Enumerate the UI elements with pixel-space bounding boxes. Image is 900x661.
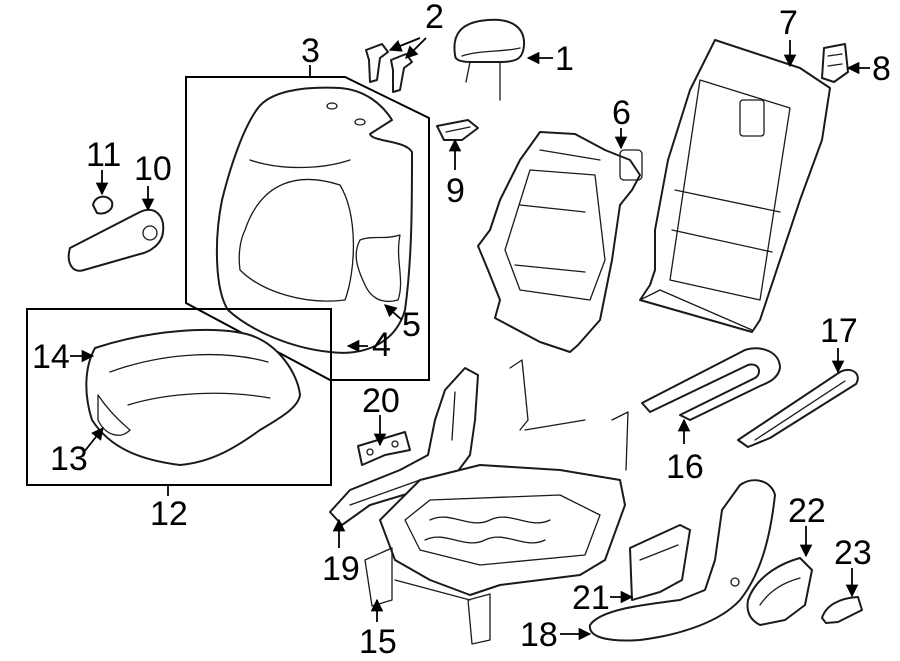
callout-15: 15: [359, 623, 397, 661]
recliner-handle-part[interactable]: [821, 596, 863, 624]
recliner-cover-part[interactable]: [746, 557, 813, 626]
callout-3: 3: [301, 32, 320, 70]
callout-7: 7: [779, 4, 798, 42]
seat-side-shield-part[interactable]: [329, 367, 479, 526]
seat-cushion-frame-part[interactable]: [364, 359, 629, 645]
callout-11: 11: [86, 136, 121, 174]
callout-13: 13: [50, 440, 88, 478]
garnish-bracket-part[interactable]: [629, 524, 691, 601]
callout-14: 14: [32, 338, 70, 376]
seat-cushion-group-box: [26, 308, 332, 486]
rail-trim-part[interactable]: [641, 347, 781, 421]
callout-18: 18: [520, 616, 558, 654]
callout-2: 2: [425, 0, 444, 36]
callout-8: 8: [872, 50, 891, 88]
headrest-guides-part[interactable]: [365, 43, 413, 93]
latch-cover-part[interactable]: [436, 119, 479, 141]
panel-clip-part[interactable]: [821, 43, 849, 83]
mount-bracket-part[interactable]: [357, 431, 411, 466]
side-garnish-part[interactable]: [588, 479, 776, 642]
callout-12: 12: [150, 495, 188, 533]
armrest-cap-part[interactable]: [92, 195, 114, 215]
callout-17: 17: [820, 312, 858, 350]
callout-20: 20: [362, 382, 400, 420]
seatback-frame-part[interactable]: [477, 131, 643, 353]
seatback-cover-group-box: [185, 76, 430, 381]
leader-2b: [405, 37, 427, 59]
headrest-part[interactable]: [453, 18, 526, 101]
callout-22: 22: [788, 492, 826, 530]
callout-10: 10: [134, 150, 172, 188]
seatback-cover-part[interactable]: [215, 86, 413, 354]
callout-19: 19: [322, 550, 360, 588]
callout-21: 21: [572, 579, 610, 617]
leader-2a: [388, 37, 421, 52]
callout-5: 5: [402, 306, 421, 344]
armrest-part[interactable]: [67, 208, 165, 272]
leader-5: [384, 304, 403, 321]
callout-16: 16: [666, 448, 704, 486]
callout-6: 6: [612, 94, 631, 132]
leader-13: [83, 427, 104, 453]
seatback-panel-part[interactable]: [639, 39, 831, 333]
seat-cushion-part[interactable]: [85, 328, 301, 466]
callout-4: 4: [372, 326, 391, 364]
callout-9: 9: [446, 172, 465, 210]
callout-23: 23: [834, 534, 872, 572]
callout-1: 1: [555, 40, 574, 78]
